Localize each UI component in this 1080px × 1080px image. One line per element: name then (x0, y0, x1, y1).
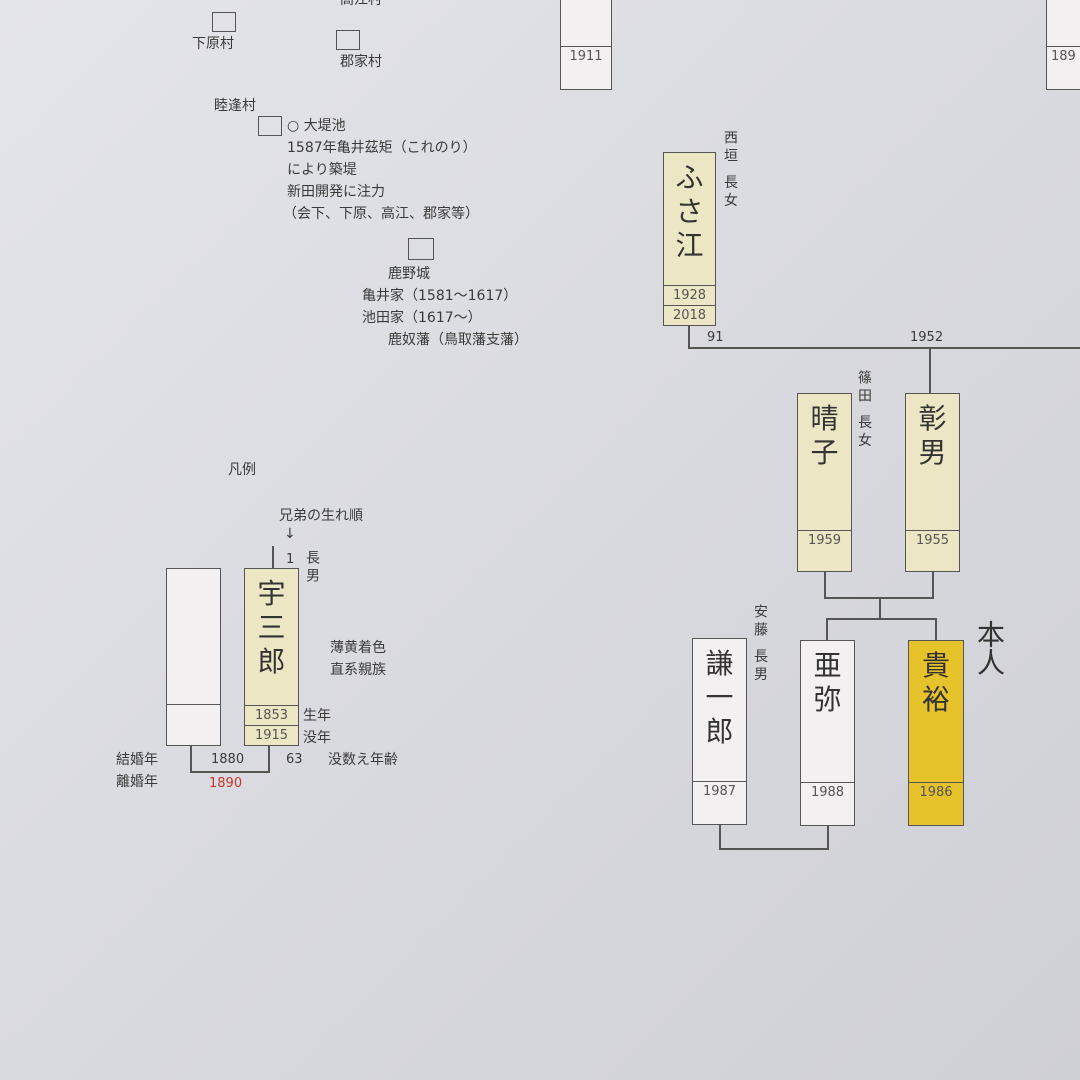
person-takahiro-birth: 1986 (909, 782, 963, 825)
person-box-top-middle: 1911 (560, 0, 612, 90)
person-box-fusae: ふ さ 江 1928 2018 (663, 152, 716, 326)
legend-arrow: ↓ (284, 526, 296, 542)
person-box-kenichiro: 謙 一 郎 1987 (692, 638, 747, 825)
legend-relation: 長男 (304, 550, 320, 586)
person-aya-birth: 1988 (801, 782, 854, 825)
legend-death-label: 没年 (303, 730, 331, 746)
marriage-year-1952: 1952 (910, 330, 944, 345)
legend-age: 63 (286, 752, 303, 767)
person-fusae-name: ふ さ 江 (675, 161, 704, 262)
haruko-drop-line (824, 572, 826, 598)
kenichiro-drop-line (719, 825, 721, 849)
pond-title: ○ 大堤池 (287, 118, 346, 134)
children-stem-line (879, 597, 881, 619)
village-marker-mutsuai (258, 116, 282, 136)
legend-age-label: 没数え年齢 (328, 752, 398, 768)
person-haruko-name: 晴 子 (810, 402, 839, 469)
village-takae-label: 高江村 (340, 0, 382, 8)
person-haruko-note: 篠田 長女 (856, 370, 872, 451)
aya-up-line (826, 618, 828, 640)
legend-marriage-label: 結婚年 (116, 752, 158, 768)
person-fusae-birth: 1928 (664, 285, 715, 305)
pond-line-3: 新田開発に注力 (287, 184, 385, 200)
person-box-takahiro: 貴 裕 1986 (908, 640, 964, 826)
person-box-aya: 亜 弥 1988 (800, 640, 855, 826)
person-fusae-note: 西垣 長女 (722, 130, 738, 211)
person-box-haruko: 晴 子 1959 (797, 393, 852, 572)
pond-line-2: により築堤 (287, 162, 357, 178)
legend-birth-order-label: 兄弟の生れ順 (279, 508, 363, 524)
person-top-right-birth: 189 (1047, 46, 1080, 89)
legend-marriage-right-drop (268, 746, 270, 772)
legend-death-year: 1915 (245, 725, 298, 745)
legend-divorce-year: 1890 (209, 776, 243, 791)
legend-marriage-year: 1880 (211, 752, 245, 767)
self-label: 本人 (973, 620, 1006, 676)
person-fusae-age: 91 (707, 330, 724, 345)
person-akio-birth: 1955 (906, 530, 959, 571)
person-top-middle-birth: 1911 (561, 46, 611, 89)
castle-line-2: 池田家（1617～） (362, 310, 482, 326)
legend-divorce-label: 離婚年 (116, 774, 158, 790)
castle-marker (408, 238, 434, 260)
marriage-line-1952 (688, 347, 1080, 349)
village-mutsuai-label: 睦逢村 (214, 98, 256, 114)
village-gunke-label: 郡家村 (340, 54, 382, 70)
legend-spouse-box (166, 568, 221, 746)
castle-title: 鹿野城 (388, 266, 430, 282)
person-takahiro-name: 貴 裕 (921, 649, 950, 716)
aya-drop-line (827, 826, 829, 849)
legend-birth-year: 1853 (245, 705, 298, 725)
pond-line-1: 1587年亀井茲矩（これのり） (287, 140, 477, 156)
legend-sample-name: 宇 三 郎 (257, 577, 286, 678)
legend-tick-line (272, 546, 274, 570)
pond-line-4: （会下、下原、高江、郡家等） (283, 206, 479, 222)
children-sibling-line (826, 618, 936, 620)
fusae-drop-line (688, 326, 690, 348)
legend-marriage-left-drop (190, 746, 192, 772)
village-marker-shimohara (212, 12, 236, 32)
legend-order-number: 1 (286, 552, 295, 567)
person-kenichiro-note: 安藤 長男 (752, 604, 768, 685)
legend-color-note-1: 薄黄着色 (330, 640, 386, 656)
village-marker-gunke (336, 30, 360, 50)
person-haruko-birth: 1959 (798, 530, 851, 571)
person-aya-name: 亜 弥 (813, 649, 842, 716)
person-akio-name: 彰 男 (918, 402, 947, 469)
legend-marriage-line (190, 771, 270, 773)
village-shimohara-label: 下原村 (192, 36, 234, 52)
takahiro-up-line (935, 618, 937, 640)
castle-line-1: 亀井家（1581～1617） (362, 288, 518, 304)
person-box-top-right: 189 (1046, 0, 1080, 90)
person-fusae-death: 2018 (664, 305, 715, 325)
legend-sample-person: 宇 三 郎 1853 1915 (244, 568, 299, 746)
person-box-akio: 彰 男 1955 (905, 393, 960, 572)
castle-line-3: 鹿奴藩（鳥取藩支藩） (388, 332, 528, 348)
legend-birth-label: 生年 (303, 708, 331, 724)
legend-title: 凡例 (228, 462, 256, 478)
akio-parent-line (929, 347, 931, 393)
person-kenichiro-birth: 1987 (693, 781, 746, 824)
marriage-line-kenichiro-aya (719, 848, 829, 850)
person-kenichiro-name: 謙 一 郎 (705, 647, 734, 748)
legend-spouse-blank-row (167, 704, 220, 745)
legend-color-note-2: 直系親族 (330, 662, 386, 678)
akio-drop-line (932, 572, 934, 598)
